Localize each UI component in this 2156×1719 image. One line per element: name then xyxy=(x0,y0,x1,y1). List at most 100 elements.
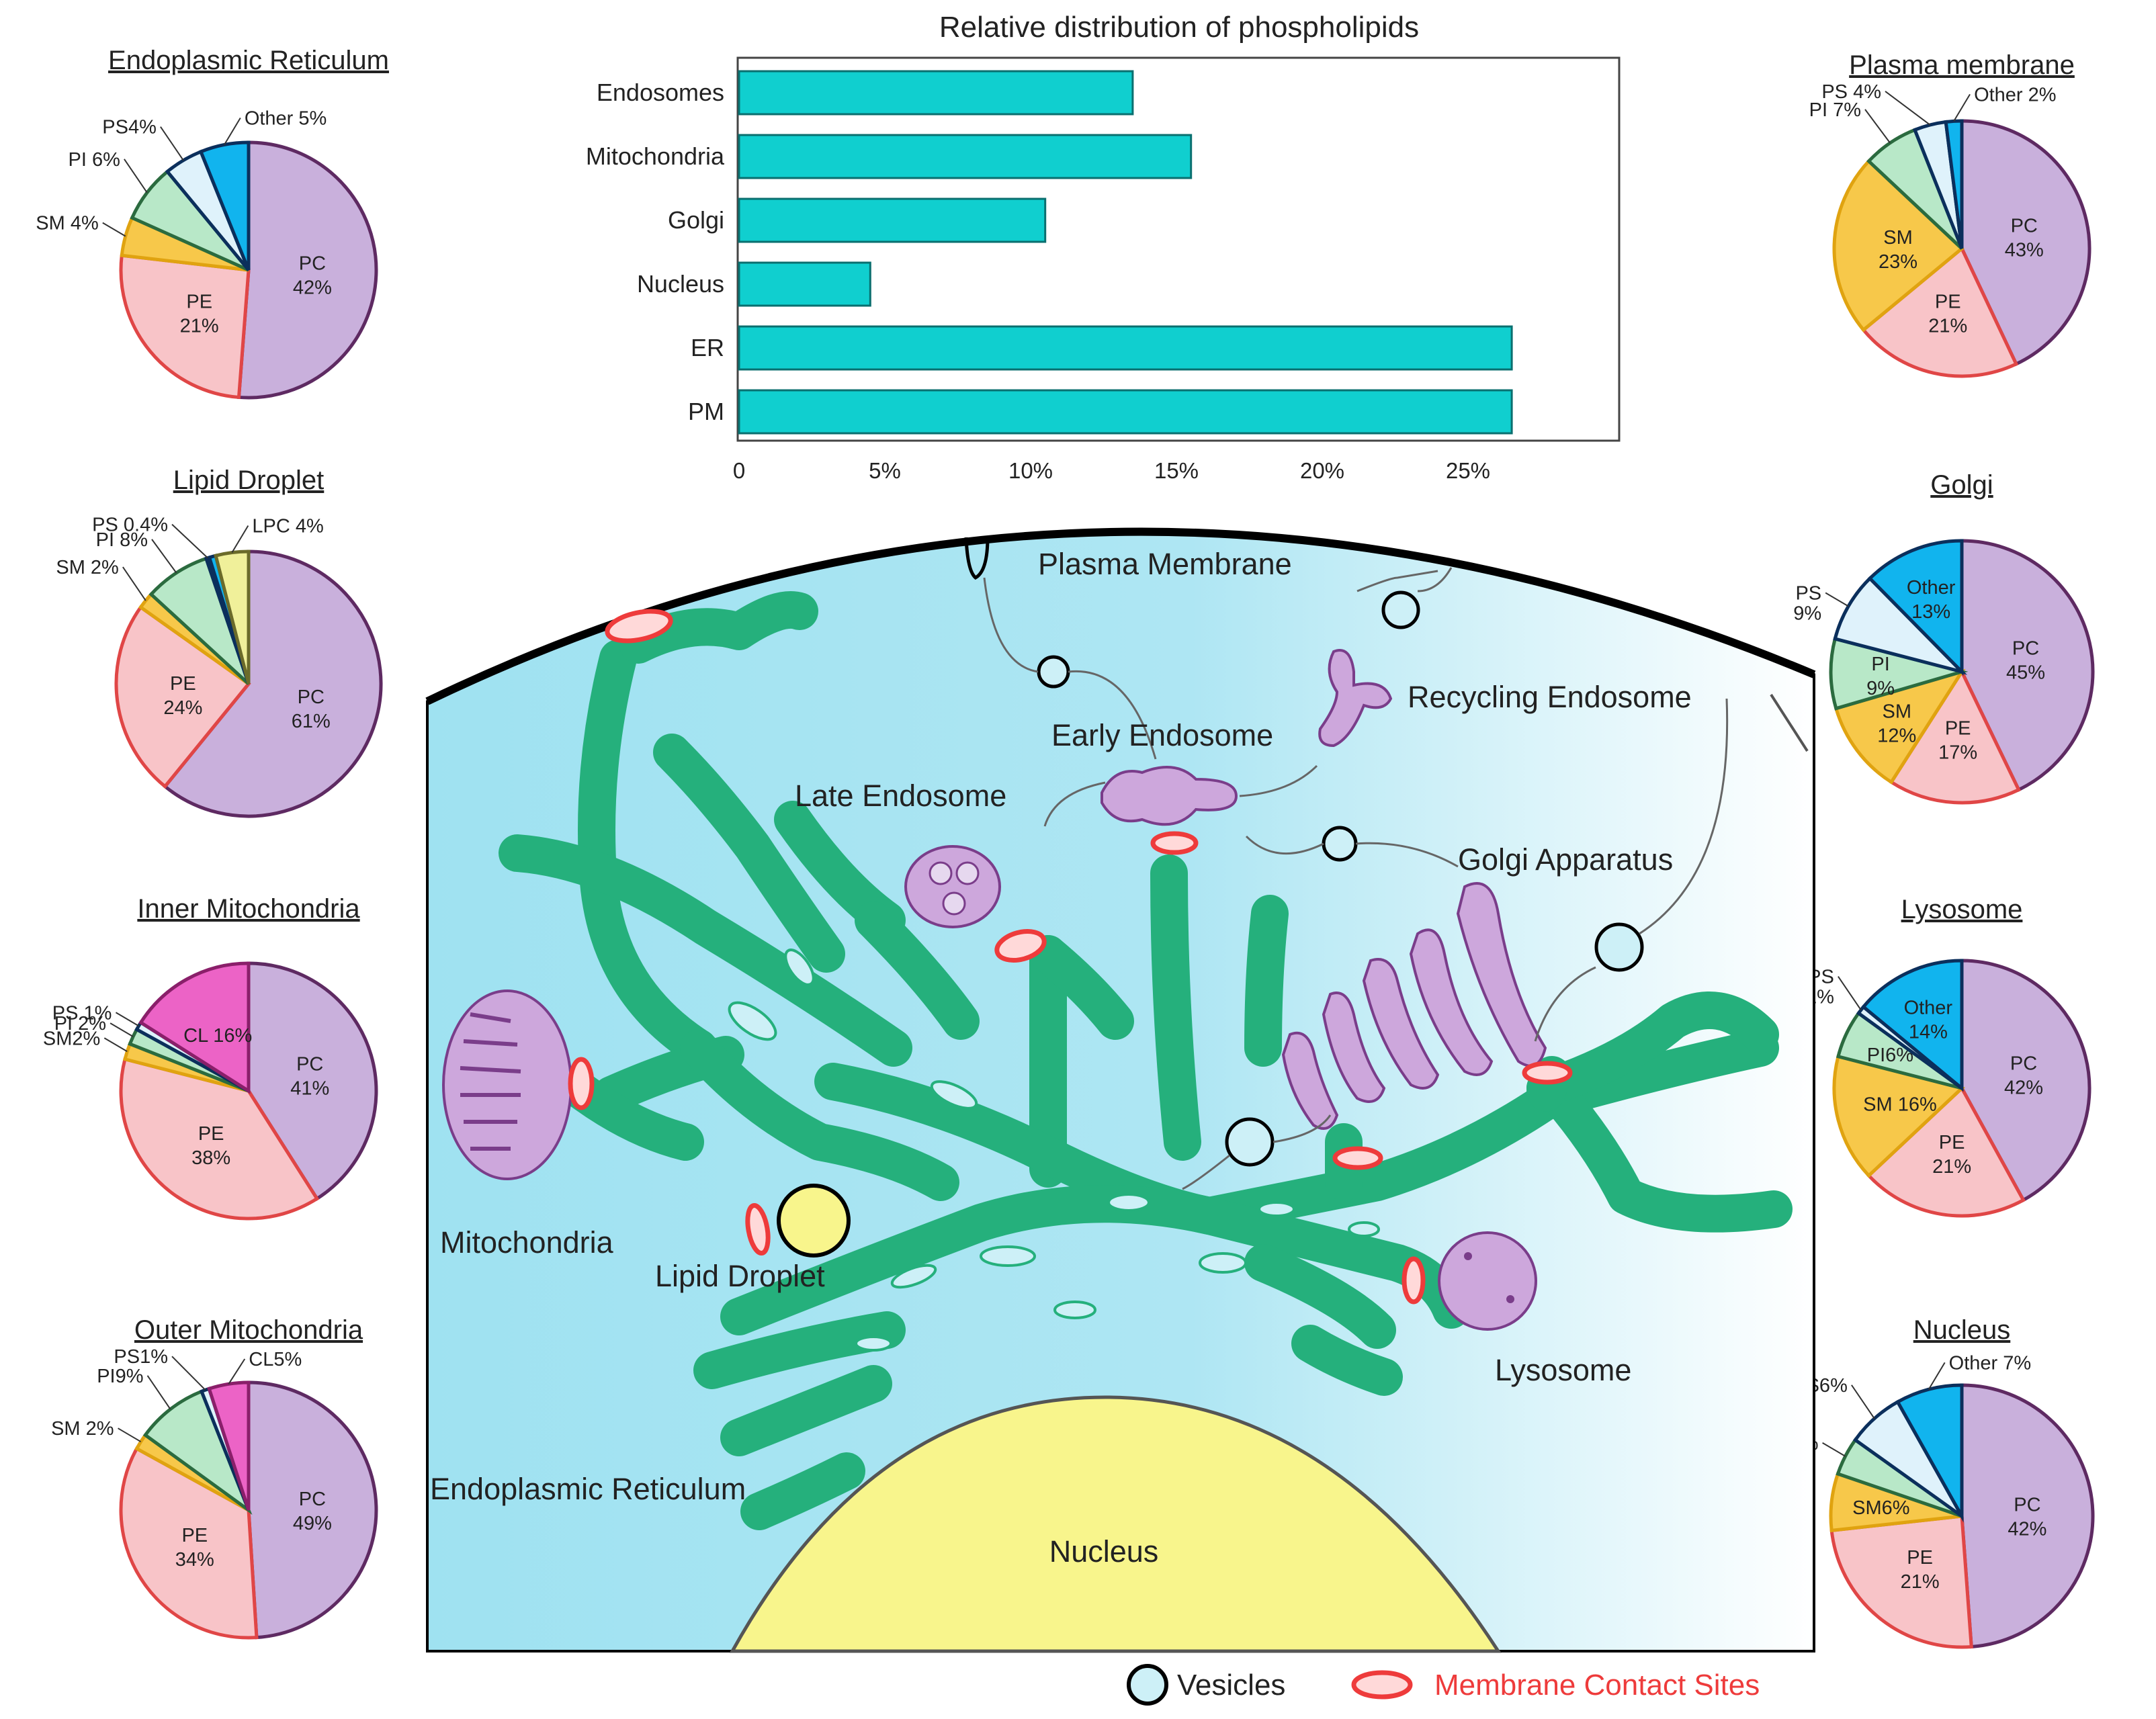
bar-category-label: Mitochondria xyxy=(586,142,725,170)
legend-vesicle-swatch xyxy=(1127,1664,1168,1706)
mitochondria-organelle xyxy=(442,989,572,1180)
callout-leader xyxy=(115,1012,139,1027)
pie-slice-percent: 9% xyxy=(1866,678,1895,699)
pie-callout-label: PS 0.4% xyxy=(92,515,168,536)
pie-slice-pe xyxy=(119,1057,320,1221)
legend-vesicles-label: Vesicles xyxy=(1177,1669,1285,1702)
callout-leader xyxy=(146,1375,171,1410)
lysosome-organelle xyxy=(1438,1231,1537,1331)
pie-slice-percent: 21% xyxy=(180,315,219,337)
pie-slice-percent: 21% xyxy=(1932,1156,1971,1178)
callout-leader xyxy=(231,525,249,554)
label-nucleus: Nucleus xyxy=(1049,1534,1159,1569)
lipid-droplet-organelle xyxy=(777,1184,851,1258)
pie-slice-label: PC xyxy=(296,1053,323,1075)
bar-category-label: Endosomes xyxy=(597,79,724,106)
vesicles xyxy=(1037,590,1644,1167)
pie-slice-percent: 12% xyxy=(1877,725,1916,747)
pie-callout-label: Other 2% xyxy=(1974,84,2057,105)
label-early-endosome: Early Endosome xyxy=(1051,718,1273,752)
callout-leader xyxy=(110,1022,134,1037)
bar-x-tick-label: 15% xyxy=(1154,458,1199,483)
pie-slice-pe xyxy=(119,253,251,400)
pie-slice-pc xyxy=(163,549,383,818)
pie-title: Inner Mitochondria xyxy=(137,894,360,924)
label-late-endosome: Late Endosome xyxy=(795,779,1006,813)
pie-slice-percent: 13% xyxy=(1911,601,1950,623)
bar-chart: Relative distribution of phospholipids E… xyxy=(586,11,1621,483)
pie-slice-label: PC xyxy=(2014,1494,2040,1515)
bar-x-tick-label: 25% xyxy=(1446,458,1490,483)
pie-callout-label: PI 6% xyxy=(69,149,120,171)
label-lipid-droplet: Lipid Droplet xyxy=(655,1259,825,1293)
pie-slice-label: PC xyxy=(298,687,325,708)
er-lumen xyxy=(728,949,1380,1352)
early-endosome-organelle xyxy=(1101,766,1238,826)
pie-slice-sm xyxy=(1832,1054,1966,1178)
pie-slice-percent: 23% xyxy=(1879,251,1917,273)
pie-callout-label: PS 4% xyxy=(1821,81,1881,103)
callout-leader xyxy=(1851,1384,1875,1419)
pie-slice-label: CL 16% xyxy=(183,1025,252,1047)
bar-chart-frame xyxy=(736,56,1621,442)
pie-slice-pi xyxy=(1829,636,1969,711)
pie-slice-pc xyxy=(247,1380,378,1640)
pie-slice-pe xyxy=(1861,246,2019,378)
callout-leader xyxy=(1838,975,1862,1011)
callout-leader xyxy=(124,159,148,193)
pie-slice-label: SM6% xyxy=(1852,1497,1909,1519)
pie-slice-label: PC xyxy=(2010,1053,2037,1074)
callout-leader xyxy=(160,126,184,161)
label-endoplasmic-reticulum: Endoplasmic Reticulum xyxy=(430,1472,746,1506)
pie-slice-pc xyxy=(1960,119,2092,367)
pie-callout-label: PS1% xyxy=(114,1346,168,1368)
label-golgi-apparatus: Golgi Apparatus xyxy=(1458,842,1673,877)
pie-slice-label: PI xyxy=(1871,654,1889,675)
pie-callout-label: CL5% xyxy=(249,1349,302,1370)
pie-slice-label: Other xyxy=(1907,577,1956,599)
pie-slice-pe xyxy=(1889,668,2021,805)
bar-category-label: ER xyxy=(691,334,724,361)
pie-callout-label: SM 2% xyxy=(56,557,118,578)
bar-x-tick-label: 0 xyxy=(733,458,745,483)
pie-slice-label: Other xyxy=(1904,997,1953,1018)
pie-callout-label: PS 1% xyxy=(52,1002,112,1024)
pie-title: Lipid Droplet xyxy=(173,466,325,495)
pie-slice-percent: 41% xyxy=(290,1077,329,1099)
pie-slice-other xyxy=(198,140,251,271)
bar-category-label: Golgi xyxy=(668,206,724,234)
transport-arrows xyxy=(983,567,1729,1190)
pie-slice-pe xyxy=(1866,1085,2026,1218)
bar-chart-title: Relative distribution of phospholipids xyxy=(939,11,1419,44)
pie-title: Plasma membrane xyxy=(1849,50,2075,80)
pie-callout-label: PS xyxy=(1795,583,1821,605)
bar-x-tick-label: 20% xyxy=(1300,458,1344,483)
recycling-endosome-organelle xyxy=(1318,649,1393,748)
label-lysosome: Lysosome xyxy=(1495,1353,1631,1387)
pie-title: Lysosome xyxy=(1901,895,2023,924)
pie-slice-label: PC xyxy=(2011,215,2038,236)
pie-slice-cl xyxy=(207,1380,251,1511)
pie-slice-lpc xyxy=(214,549,251,685)
bar-x-tick-label: 5% xyxy=(869,458,901,483)
pie-slice-pc xyxy=(236,140,378,400)
pie-slice-pc xyxy=(1960,959,2092,1202)
callout-leader xyxy=(1885,91,1931,126)
callout-leader xyxy=(122,566,146,601)
pie-slice-percent: 45% xyxy=(2006,662,2045,683)
bar-nucleus xyxy=(738,261,871,307)
pie-title: Endoplasmic Reticulum xyxy=(108,46,389,75)
callout-leader xyxy=(1825,592,1849,607)
bar-category-label: PM xyxy=(688,398,724,425)
pie-slice-percent: 21% xyxy=(1901,1571,1940,1593)
pie-slice-percent: 14% xyxy=(1909,1021,1948,1043)
pie-slice-label: PE xyxy=(1939,1132,1965,1153)
cell-diagram: Plasma Membrane Recycling Endosome Early… xyxy=(425,527,1816,1653)
